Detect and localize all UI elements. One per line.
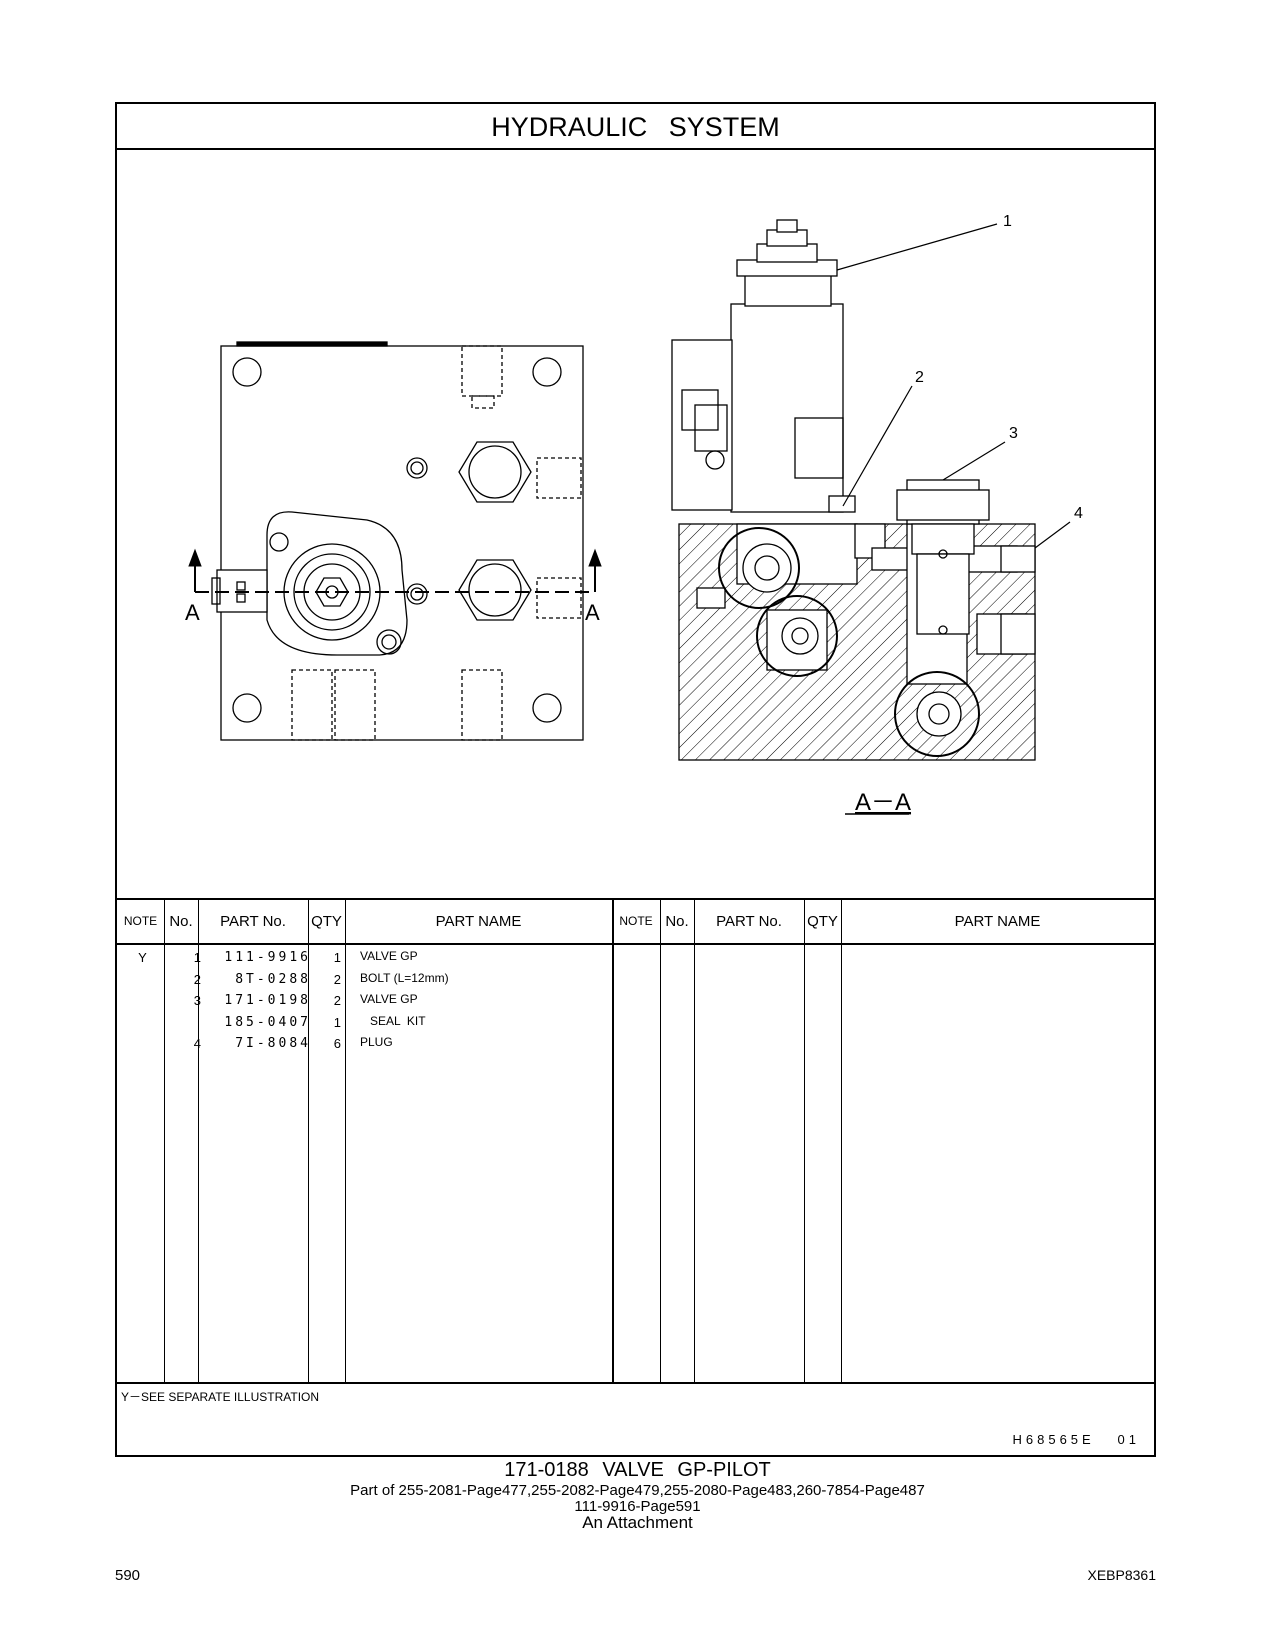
- document-code: XEBP8361: [1087, 1567, 1157, 1583]
- section-line: [188, 548, 602, 593]
- section-view: [671, 219, 1036, 761]
- parts-table: NOTE No. PART No. QTY PART NAME NOTE No.…: [117, 898, 1154, 1384]
- valve-drawing: A A: [185, 213, 1083, 816]
- related-page-ref: 111-9916-Page591: [574, 1498, 701, 1515]
- group-title: 171-0188 VALVE GP-PILOT: [504, 1459, 771, 1481]
- callout-leaders: [836, 223, 1071, 549]
- parts-illustration: A A: [117, 150, 1154, 898]
- header-part-no: PART No.: [220, 913, 286, 930]
- header-part-no-2: PART No.: [716, 913, 782, 930]
- attachment-note: An Attachment: [582, 1513, 693, 1532]
- header-no: No.: [169, 913, 193, 930]
- top-view: [211, 341, 584, 741]
- page-number: 590: [115, 1567, 141, 1584]
- table-header: [117, 900, 1154, 945]
- header-part-name: PART NAME: [435, 913, 522, 930]
- header-qty: QTY: [311, 913, 342, 930]
- callout-2: 2: [915, 369, 924, 386]
- header-qty-2: QTY: [807, 913, 838, 930]
- section-mark-left: A: [185, 600, 200, 625]
- section-mark-right: A: [585, 600, 600, 625]
- header-note-2: NOTE: [619, 914, 653, 928]
- section-title: A－A: [855, 789, 911, 816]
- table-footer: Y－SEE SEPARATE ILLUSTRATION H68565E 01: [117, 1384, 1154, 1457]
- part-of-refs: Part of 255-2081-Page477,255-2082-Page47…: [350, 1482, 925, 1499]
- header-no-2: No.: [665, 913, 689, 930]
- page-title: HYDRAULIC SYSTEM: [117, 104, 1154, 150]
- header-part-name-2: PART NAME: [954, 913, 1041, 930]
- illustration-ref: H68565E 01: [1012, 1432, 1140, 1447]
- callout-4: 4: [1074, 505, 1083, 522]
- header-note: NOTE: [123, 914, 158, 928]
- parts-page-frame: HYDRAULIC SYSTEM: [115, 102, 1156, 1457]
- callout-1: 1: [1003, 213, 1012, 230]
- footnote: Y－SEE SEPARATE ILLUSTRATION: [121, 1390, 320, 1404]
- callout-3: 3: [1009, 425, 1018, 442]
